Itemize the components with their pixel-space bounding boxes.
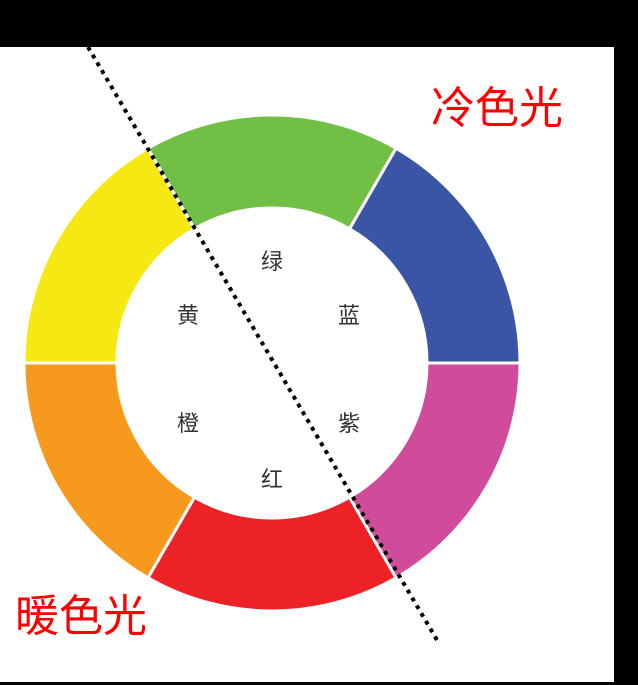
wheel-segment-5 xyxy=(145,113,399,231)
segment-label: 黄 xyxy=(176,304,200,329)
segment-label: 紫 xyxy=(337,412,361,437)
segment-label: 绿 xyxy=(260,250,284,275)
warm-light-label: 暖色光 xyxy=(15,591,147,642)
divider-dotted-line xyxy=(86,47,439,642)
cool-light-label: 冷色光 xyxy=(431,83,563,134)
segment-label: 蓝 xyxy=(337,304,361,329)
color-wheel xyxy=(22,47,522,642)
color-wheel-canvas: 蓝紫红 橙 黄 绿 冷色光 暖色光 xyxy=(0,47,614,682)
segment-label: 红 xyxy=(260,468,284,493)
segment-label: 橙 xyxy=(176,412,200,437)
